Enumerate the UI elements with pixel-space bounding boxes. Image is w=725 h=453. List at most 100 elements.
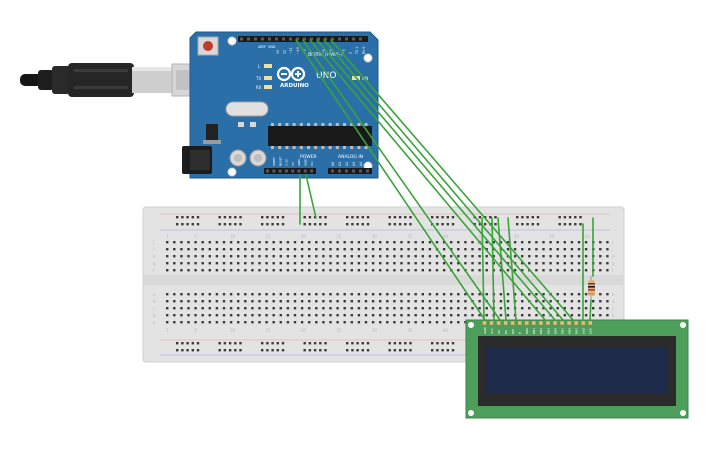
lcd-pin[interactable] (588, 320, 593, 326)
digital-header-hole[interactable] (317, 37, 320, 41)
digital-header-hole[interactable] (352, 37, 355, 41)
digital-header-hole[interactable] (289, 37, 292, 41)
wire-db4[interactable] (309, 39, 546, 321)
analog-header-hole[interactable] (366, 169, 369, 173)
lcd-pin[interactable] (510, 320, 515, 326)
wire-lcd-vcc[interactable] (491, 217, 495, 321)
digital-header-hole[interactable] (310, 37, 313, 41)
digital-header-hole[interactable] (240, 37, 243, 41)
lcd-pin[interactable] (524, 320, 529, 326)
digital-pin-label: 4 (335, 52, 339, 54)
digital-pin-label: ~3 (342, 49, 346, 54)
column-number: 60 (585, 234, 591, 239)
lcd-pin[interactable] (552, 320, 558, 326)
wires[interactable] (295, 39, 594, 321)
row-letter: g (153, 261, 156, 266)
lcd-pin-label: DB4 (553, 328, 557, 334)
power-header-hole[interactable] (284, 169, 288, 173)
led-tx-indicator (264, 76, 272, 80)
lcd-pin[interactable] (559, 320, 565, 326)
resistor[interactable] (588, 276, 595, 300)
power-header-hole[interactable] (297, 169, 301, 173)
analog-header-hole[interactable] (352, 169, 355, 173)
power-pin-label: GND (304, 158, 308, 166)
column-number: 45 (478, 234, 484, 239)
power-header-hole[interactable] (310, 169, 314, 173)
analog-pin-label: A2 (345, 162, 349, 166)
column-number: 30 (372, 234, 378, 239)
analog-in-label: ANALOG IN (338, 154, 363, 160)
analog-header-hole[interactable] (359, 169, 362, 173)
analog-header-hole[interactable] (331, 169, 334, 173)
aref-label: AREF (258, 45, 266, 49)
lcd-screen (485, 347, 668, 393)
lcd-pin-header[interactable] (482, 320, 593, 326)
row-letter: i (153, 247, 154, 252)
lcd-pin[interactable] (538, 320, 544, 326)
breadboard-holes[interactable] (166, 216, 609, 352)
analog-pin-header[interactable] (328, 168, 372, 174)
digital-header-hole[interactable] (275, 37, 278, 41)
wire-lcd-gnd[interactable] (481, 217, 485, 321)
analog-pin-label: A1 (338, 162, 342, 166)
power-header-hole[interactable] (266, 169, 269, 173)
lcd-pin[interactable] (573, 320, 579, 326)
wire-rs[interactable] (295, 39, 486, 321)
digital-pin-label: 7 (316, 52, 320, 54)
power-pin-header[interactable] (264, 168, 316, 174)
power-pin-label: 5V (291, 161, 295, 166)
wire-db6[interactable] (323, 39, 564, 321)
digital-header-hole[interactable] (331, 37, 334, 41)
lcd-pin[interactable] (503, 320, 508, 326)
wire-lcd-v0[interactable] (497, 217, 507, 321)
led-rx-indicator (264, 85, 272, 89)
lcd-pin[interactable] (545, 320, 551, 326)
digital-header-hole[interactable] (324, 37, 327, 41)
wire-db5[interactable] (316, 39, 556, 321)
wire-db7[interactable] (330, 39, 574, 321)
wire-e[interactable] (302, 39, 501, 321)
row-letter: b (153, 313, 156, 318)
arduino-logo-text: ARDUINO (280, 83, 309, 89)
lcd-pin[interactable] (489, 320, 494, 326)
usb-cable[interactable] (20, 63, 195, 97)
digital-header-hole[interactable] (282, 37, 285, 41)
digital-header-hole[interactable] (261, 37, 264, 41)
lcd-pin[interactable] (581, 320, 586, 326)
power-label: POWER (300, 154, 317, 160)
power-pin-label: RESET (278, 156, 282, 166)
lcd-pin-label: V0 (497, 330, 501, 334)
analog-header-hole[interactable] (338, 169, 341, 173)
lcd-pin[interactable] (517, 320, 522, 326)
digital-header-hole[interactable] (303, 37, 306, 41)
lcd-pin[interactable] (482, 320, 487, 326)
wire-gnd[interactable] (305, 174, 317, 219)
digital-header-hole[interactable] (247, 37, 250, 41)
wire-led-minus[interactable] (589, 299, 592, 321)
power-header-hole[interactable] (272, 169, 276, 173)
digital-header-hole[interactable] (359, 37, 362, 41)
lcd-pin[interactable] (566, 320, 572, 326)
digital-header-hole[interactable] (254, 37, 257, 41)
power-header-hole[interactable] (303, 169, 307, 173)
lcd-pin[interactable] (531, 320, 537, 326)
reset-button[interactable] (197, 36, 219, 56)
power-header-hole[interactable] (278, 169, 282, 173)
digital-header-hole[interactable] (268, 37, 271, 41)
wire-lcd-rw[interactable] (507, 217, 517, 321)
column-number: 40 (443, 234, 449, 239)
digital-pin-label: 13 (276, 50, 280, 54)
digital-header-hole[interactable] (338, 37, 341, 41)
digital-header-hole[interactable] (296, 37, 299, 41)
lcd-pin-label: E (518, 332, 522, 334)
power-header-hole[interactable] (291, 169, 295, 173)
digital-header-hole[interactable] (345, 37, 348, 41)
lcd-pin[interactable] (496, 320, 501, 326)
analog-header-hole[interactable] (345, 169, 348, 173)
